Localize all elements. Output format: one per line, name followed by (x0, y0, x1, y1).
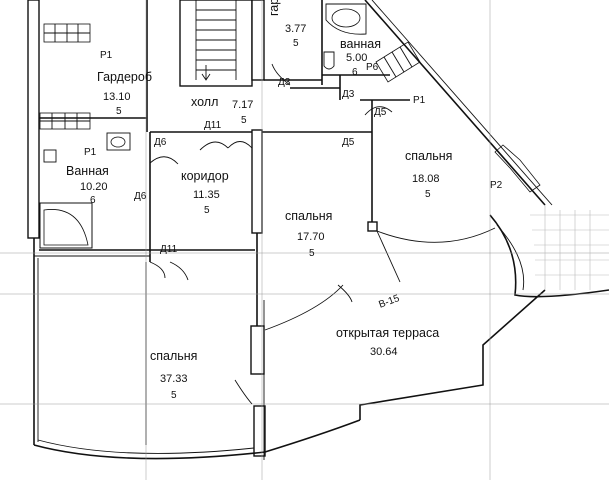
room-bath-top: ванная 5.00 6 (340, 37, 381, 78)
room-number: 5 (171, 390, 177, 401)
room-bedroom-right: спальня 18.08 5 (405, 149, 452, 200)
room-area: 5.00 (346, 52, 367, 64)
window-mark: P2 (490, 180, 503, 191)
radiator-icon (494, 144, 541, 193)
staircase-icon (195, 0, 237, 81)
window-mark: P1 (84, 147, 97, 158)
room-area: 17.70 (297, 231, 325, 243)
room-bath-left: Ванная 10.20 6 (66, 164, 109, 206)
room-number: 5 (309, 248, 315, 259)
room-bedroom-mid: спальня 17.70 5 (285, 209, 332, 259)
room-number: 5 (204, 205, 210, 216)
room-name: спальня (405, 149, 452, 163)
room-name: Ванная (66, 164, 109, 178)
sink-icon (106, 132, 131, 151)
bathtub-icon (39, 202, 93, 249)
room-name: спальня (285, 209, 332, 223)
room-hall: холл 7.17 5 (191, 95, 253, 126)
radiator-icon (39, 112, 91, 130)
room-terrace: открытая терраса 30.64 (336, 326, 439, 358)
room-area: 18.08 (412, 173, 440, 185)
room-area: 3.77 (285, 23, 306, 35)
radiator-icon (375, 41, 421, 83)
toilet-icon (43, 149, 57, 163)
walls (27, 0, 609, 460)
room-name: гардероб (267, 0, 281, 16)
door-label: Д5 (342, 137, 355, 148)
fixtures (39, 0, 609, 405)
door-label: Д5 (374, 107, 387, 118)
room-name: Гардероб (97, 70, 152, 84)
room-number: 5 (241, 115, 247, 126)
room-number: 5 (293, 38, 299, 49)
room-number: 5 (116, 106, 122, 117)
room-number: 6 (352, 67, 358, 78)
door-label: Д3 (278, 77, 291, 88)
room-name: холл (191, 95, 218, 109)
window-mark: P1 (413, 95, 426, 106)
bathtub-icon (325, 3, 367, 35)
door-label: Д11 (204, 120, 222, 131)
room-name: коридор (181, 169, 229, 183)
room-area: 13.10 (103, 91, 131, 103)
room-wardrobe-big: Гардероб 13.10 5 (97, 70, 152, 117)
window-mark: P6 (366, 62, 379, 73)
room-area: 30.64 (370, 346, 398, 358)
room-area: 11.35 (193, 189, 220, 201)
door-label: Д6 (154, 137, 167, 148)
door-labels: Д11 Д11 Д6 Д6 Д5 Д5 Д3 Д3 (134, 77, 387, 255)
room-number: 5 (425, 189, 431, 200)
room-area: 7.17 (232, 99, 253, 111)
door-label: Д3 (342, 89, 355, 100)
tile-grid (530, 205, 609, 290)
room-corridor: коридор 11.35 5 (181, 169, 229, 216)
room-area: 37.33 (160, 373, 188, 385)
radiator-icon (43, 23, 91, 43)
room-name: спальня (150, 349, 197, 363)
toilet-icon (323, 51, 335, 70)
room-bedroom-big: спальня 37.33 5 (150, 349, 197, 401)
room-area: 10.20 (80, 181, 108, 193)
room-wardrobe-small: гардероб 3.77 5 (267, 0, 306, 49)
window-mark: P1 (100, 50, 113, 61)
room-name: открытая терраса (336, 326, 439, 340)
window-mark: B-15 (377, 293, 401, 311)
door-label: Д11 (160, 244, 178, 255)
room-number: 6 (90, 195, 96, 206)
room-name: ванная (340, 37, 381, 51)
door-label: Д6 (134, 191, 147, 202)
